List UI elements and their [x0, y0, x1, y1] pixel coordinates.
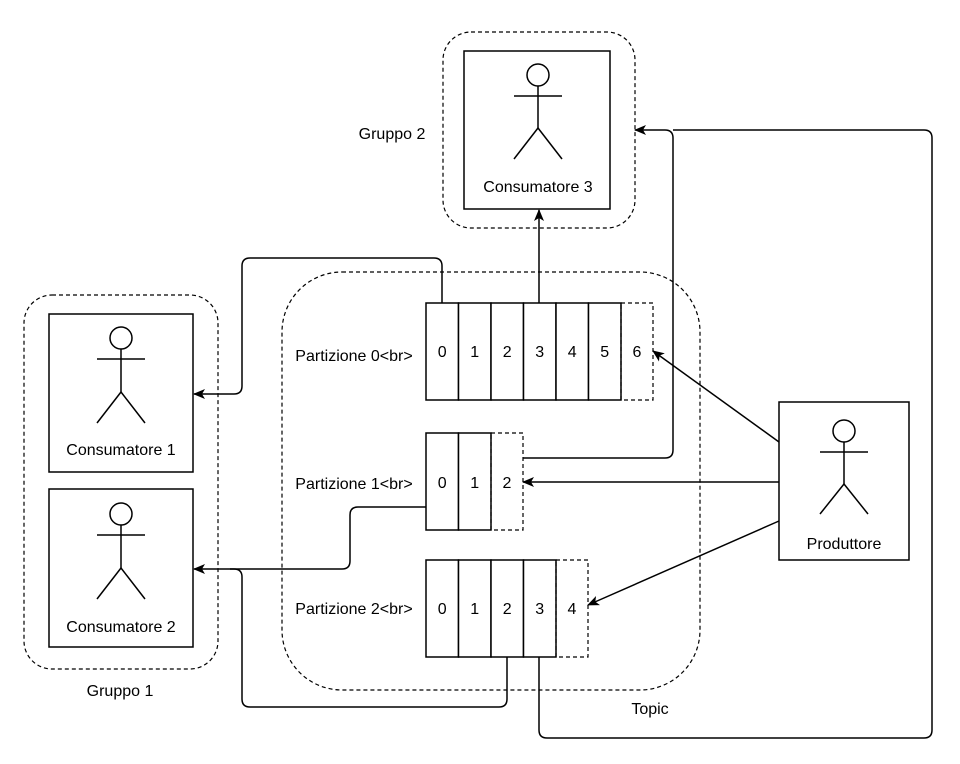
partition-2-next-offset: 4 [568, 601, 577, 618]
actor-icon [819, 419, 869, 515]
consumer-3-label: Consumatore 3 [483, 179, 592, 196]
partition-0-offset: 3 [535, 344, 544, 361]
partition-1-offset: 1 [470, 475, 479, 492]
partition-0-offset: 1 [470, 344, 479, 361]
partition-0-label: Partizione 0<br> [295, 348, 412, 365]
consumer-2: Consumatore 2 [48, 488, 194, 648]
partition-1: Partizione 1<br> 0 1 2 [295, 432, 524, 531]
consumer-1-label: Consumatore 1 [66, 442, 175, 459]
partition-0: Partizione 0<br> 0 1 2 3 4 5 6 [295, 302, 654, 401]
partition-1-label: Partizione 1<br> [295, 476, 412, 493]
partition-0-offset: 5 [600, 344, 609, 361]
partition-1-offset: 0 [438, 475, 447, 492]
partition-2-offset: 3 [535, 601, 544, 618]
actor-icon [96, 502, 146, 600]
partition-0-offset: 0 [438, 344, 447, 361]
group-1-container [23, 294, 219, 670]
partition-2-label: Partizione 2<br> [295, 601, 412, 618]
partition-0-cell [457, 302, 492, 401]
producer-label: Produttore [807, 536, 882, 553]
arrow-p2-to-consumer-3 [538, 129, 933, 739]
arrow-p0-to-consumer-1 [193, 257, 443, 399]
partition-0-offset: 2 [503, 344, 512, 361]
consumer-3: Consumatore 3 [463, 50, 611, 210]
arrow-producer-to-p0 [652, 350, 780, 443]
arrow-producer-to-p2 [587, 520, 780, 606]
partition-0-cell [587, 302, 622, 401]
partition-0-offset: 4 [568, 344, 577, 361]
partition-0-next-offset: 6 [633, 344, 642, 361]
actor-icon [96, 326, 146, 424]
arrow-p2-to-consumer-2 [230, 568, 508, 708]
partition-1-next-offset: 2 [503, 475, 512, 492]
partition-0-cell [490, 302, 525, 401]
partition-0-cell [555, 302, 590, 401]
partition-2-next-cell [555, 559, 589, 658]
partition-1-cell [425, 432, 460, 531]
consumer-2-label: Consumatore 2 [66, 619, 175, 636]
topic-container [281, 271, 701, 691]
partition-2-offset: 0 [438, 601, 447, 618]
partition-2-offset: 1 [470, 601, 479, 618]
partition-2-cell [457, 559, 492, 658]
consumer-1: Consumatore 1 [48, 313, 194, 473]
group-2-label: Gruppo 2 [359, 126, 426, 143]
partition-1-cell [457, 432, 492, 531]
partition-2-cell [522, 559, 557, 658]
group-1-label: Gruppo 1 [87, 683, 154, 700]
actor-icon [513, 63, 563, 160]
partition-2: Partizione 2<br> 0 1 2 3 4 [295, 559, 589, 658]
arrow-p1-to-consumer-2 [193, 506, 426, 574]
partition-2-offset: 2 [503, 601, 512, 618]
producer: Produttore [778, 401, 910, 561]
arrow-p1-to-consumer-3 [523, 125, 674, 459]
topic-label: Topic [631, 701, 668, 718]
partition-2-cell [425, 559, 460, 658]
